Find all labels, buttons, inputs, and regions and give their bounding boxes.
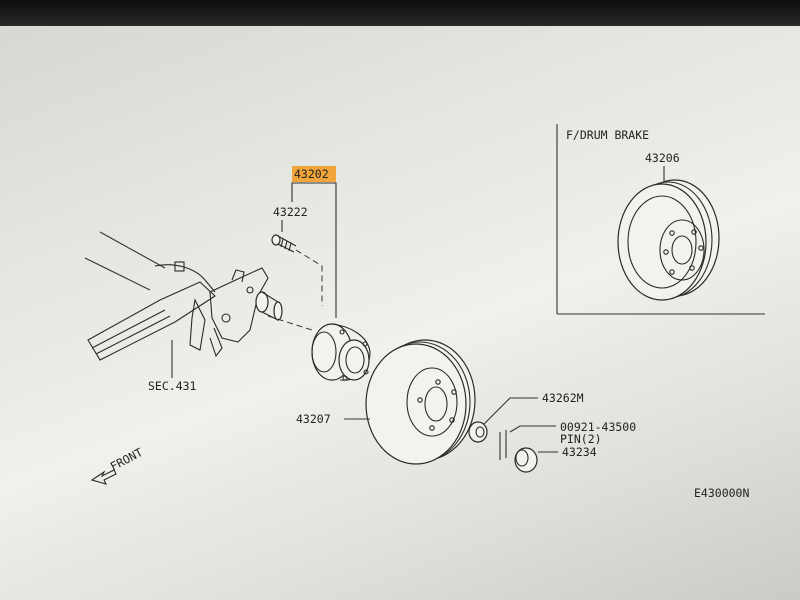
nut-leader-line [483, 397, 538, 425]
monitor-bezel [0, 0, 800, 26]
axle-beam-icon [84, 231, 283, 361]
hub-cap-icon [514, 447, 538, 473]
inset-drum-brake: F/DRUM BRAKE 43206 [556, 124, 765, 315]
highlight-43202 [292, 166, 336, 182]
front-arrow-icon [90, 469, 117, 485]
cap-part-number[interactable]: 43234 [562, 445, 597, 459]
bolt-dashed-line [295, 249, 323, 306]
pin-icon [499, 430, 507, 460]
wheel-nut-icon [468, 421, 488, 443]
spindle-dashed-line [267, 315, 313, 331]
hub-bearing-part-number[interactable]: 43202 [294, 167, 329, 181]
pin-leader-line [509, 425, 556, 433]
rotor-part-number[interactable]: 43207 [296, 412, 331, 426]
drum-part-number[interactable]: 43206 [645, 151, 680, 165]
brake-rotor-icon [365, 339, 476, 465]
pin-part-number[interactable]: 00921-43500 [560, 420, 636, 434]
nut-part-number[interactable]: 43262M [542, 391, 584, 405]
hub-bearing-icon [311, 323, 371, 381]
front-direction-label: FRONT [108, 445, 145, 474]
pin-quantity: PIN(2) [560, 432, 602, 446]
hub-bolt-part-number[interactable]: 43222 [273, 205, 308, 219]
inset-title: F/DRUM BRAKE [566, 128, 649, 142]
hub-bearing-bracket [291, 182, 337, 318]
diagram-id: E430000N [694, 486, 749, 500]
brake-drum-icon [617, 179, 720, 301]
hub-bolt-icon [271, 234, 297, 253]
section-reference[interactable]: SEC.431 [148, 379, 197, 393]
